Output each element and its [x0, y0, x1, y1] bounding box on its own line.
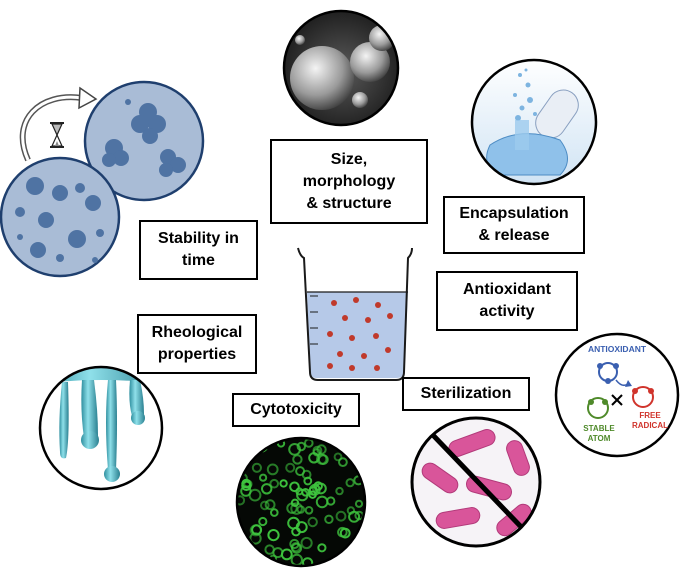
- cell-ring: [307, 516, 318, 528]
- stability-droplets-small: [83, 80, 205, 202]
- cell-ring: [302, 557, 314, 566]
- capsule-image: [470, 58, 598, 186]
- antioxidant-text: ANTIOXIDANT: [588, 344, 647, 354]
- cell-ring: [267, 529, 280, 542]
- stability-label: Stability in time: [139, 220, 258, 280]
- cell-ring: [296, 441, 306, 452]
- antioxidant-mechanism-image: ANTIOXIDANT FREE RADICAL STABLE ATOM: [554, 332, 680, 458]
- cell-ring: [256, 557, 267, 566]
- cell-ring: [264, 499, 276, 511]
- hourglass-icon: [50, 122, 64, 148]
- cell-ring: [269, 478, 280, 489]
- cell-ring: [345, 552, 355, 563]
- cell-ring: [338, 457, 348, 468]
- cell-ring: [304, 506, 314, 515]
- dripping-fluid-image: [38, 365, 164, 491]
- sterilization-label: Sterilization: [402, 377, 530, 411]
- cell-ring: [316, 453, 328, 465]
- sem-particles-image: [282, 9, 400, 127]
- cell-ring: [333, 452, 343, 462]
- cell-ring: [251, 462, 262, 473]
- cell-ring: [345, 478, 355, 488]
- cell-ring: [292, 454, 303, 465]
- cell-ring: [326, 496, 336, 506]
- cell-ring: [288, 443, 302, 456]
- cell-ring: [258, 516, 268, 527]
- cell-ring: [296, 488, 309, 502]
- cell-ring: [261, 483, 273, 495]
- free-text: FREE: [639, 411, 661, 420]
- stability-droplets-large: [0, 156, 121, 278]
- cell-ring: [339, 527, 351, 539]
- size-morphology-label: Size, morphology & structure: [270, 139, 428, 224]
- beaker-image: [297, 247, 413, 381]
- cell-ring: [290, 502, 303, 515]
- cell-ring: [300, 536, 313, 550]
- cell-ring: [251, 524, 263, 536]
- cell-ring: [237, 495, 246, 506]
- cell-ring: [289, 481, 300, 493]
- cell-ring: [317, 543, 327, 553]
- cell-ring: [270, 508, 279, 517]
- cell-ring: [290, 542, 301, 553]
- cell-ring: [260, 500, 270, 511]
- cell-ring: [287, 516, 301, 530]
- cell-ring: [335, 510, 347, 522]
- cell-ring: [285, 462, 296, 473]
- rheological-label: Rheological properties: [137, 314, 257, 374]
- cell-ring: [348, 510, 361, 523]
- atom-text: ATOM: [588, 434, 611, 443]
- cell-ring: [308, 490, 317, 499]
- stable-text: STABLE: [583, 424, 615, 433]
- radical-text: RADICAL: [632, 421, 668, 430]
- antioxidant-activity-label: Antioxidant activity: [436, 271, 578, 331]
- cytotoxicity-label: Cytotoxicity: [232, 393, 360, 427]
- cell-ring: [308, 452, 320, 464]
- cell-ring: [354, 499, 364, 508]
- cell-ring: [245, 545, 254, 554]
- cell-ring: [313, 481, 323, 491]
- cell-ring: [280, 548, 293, 561]
- cell-ring: [237, 453, 249, 466]
- time-arrow: [19, 86, 98, 162]
- bacteria-image: [410, 416, 542, 548]
- cell-ring: [266, 463, 279, 476]
- encapsulation-label: Encapsulation & release: [443, 196, 585, 254]
- cell-ring: [279, 479, 288, 488]
- cell-culture-image: [235, 436, 367, 568]
- cell-ring: [256, 440, 266, 449]
- cell-ring: [324, 514, 334, 524]
- cell-ring: [259, 473, 268, 482]
- cell-ring: [335, 486, 344, 496]
- cell-ring: [254, 438, 267, 447]
- cell-ring: [301, 488, 310, 497]
- cell-ring: [301, 469, 312, 480]
